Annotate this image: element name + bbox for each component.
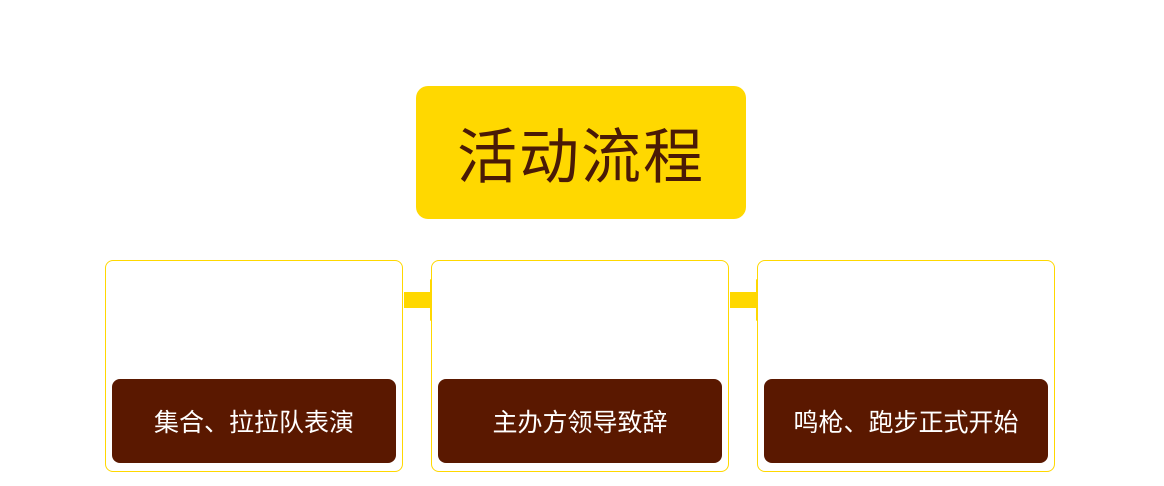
step-card-3: 鸣枪、跑步正式开始 xyxy=(757,260,1055,472)
step-label-box-3: 鸣枪、跑步正式开始 xyxy=(764,379,1048,463)
step-label-2: 主办方领导致辞 xyxy=(492,408,668,437)
step-label-box-1: 集合、拉拉队表演 xyxy=(112,379,396,463)
step-label-3: 鸣枪、跑步正式开始 xyxy=(793,408,1019,437)
step-label-1: 集合、拉拉队表演 xyxy=(153,408,354,437)
title-box: 活动流程 xyxy=(416,86,746,219)
step-label-box-2: 主办方领导致辞 xyxy=(438,379,722,463)
step-card-1: 集合、拉拉队表演 xyxy=(105,260,403,472)
diagram-title: 活动流程 xyxy=(457,123,705,193)
step-card-2: 主办方领导致辞 xyxy=(431,260,729,472)
